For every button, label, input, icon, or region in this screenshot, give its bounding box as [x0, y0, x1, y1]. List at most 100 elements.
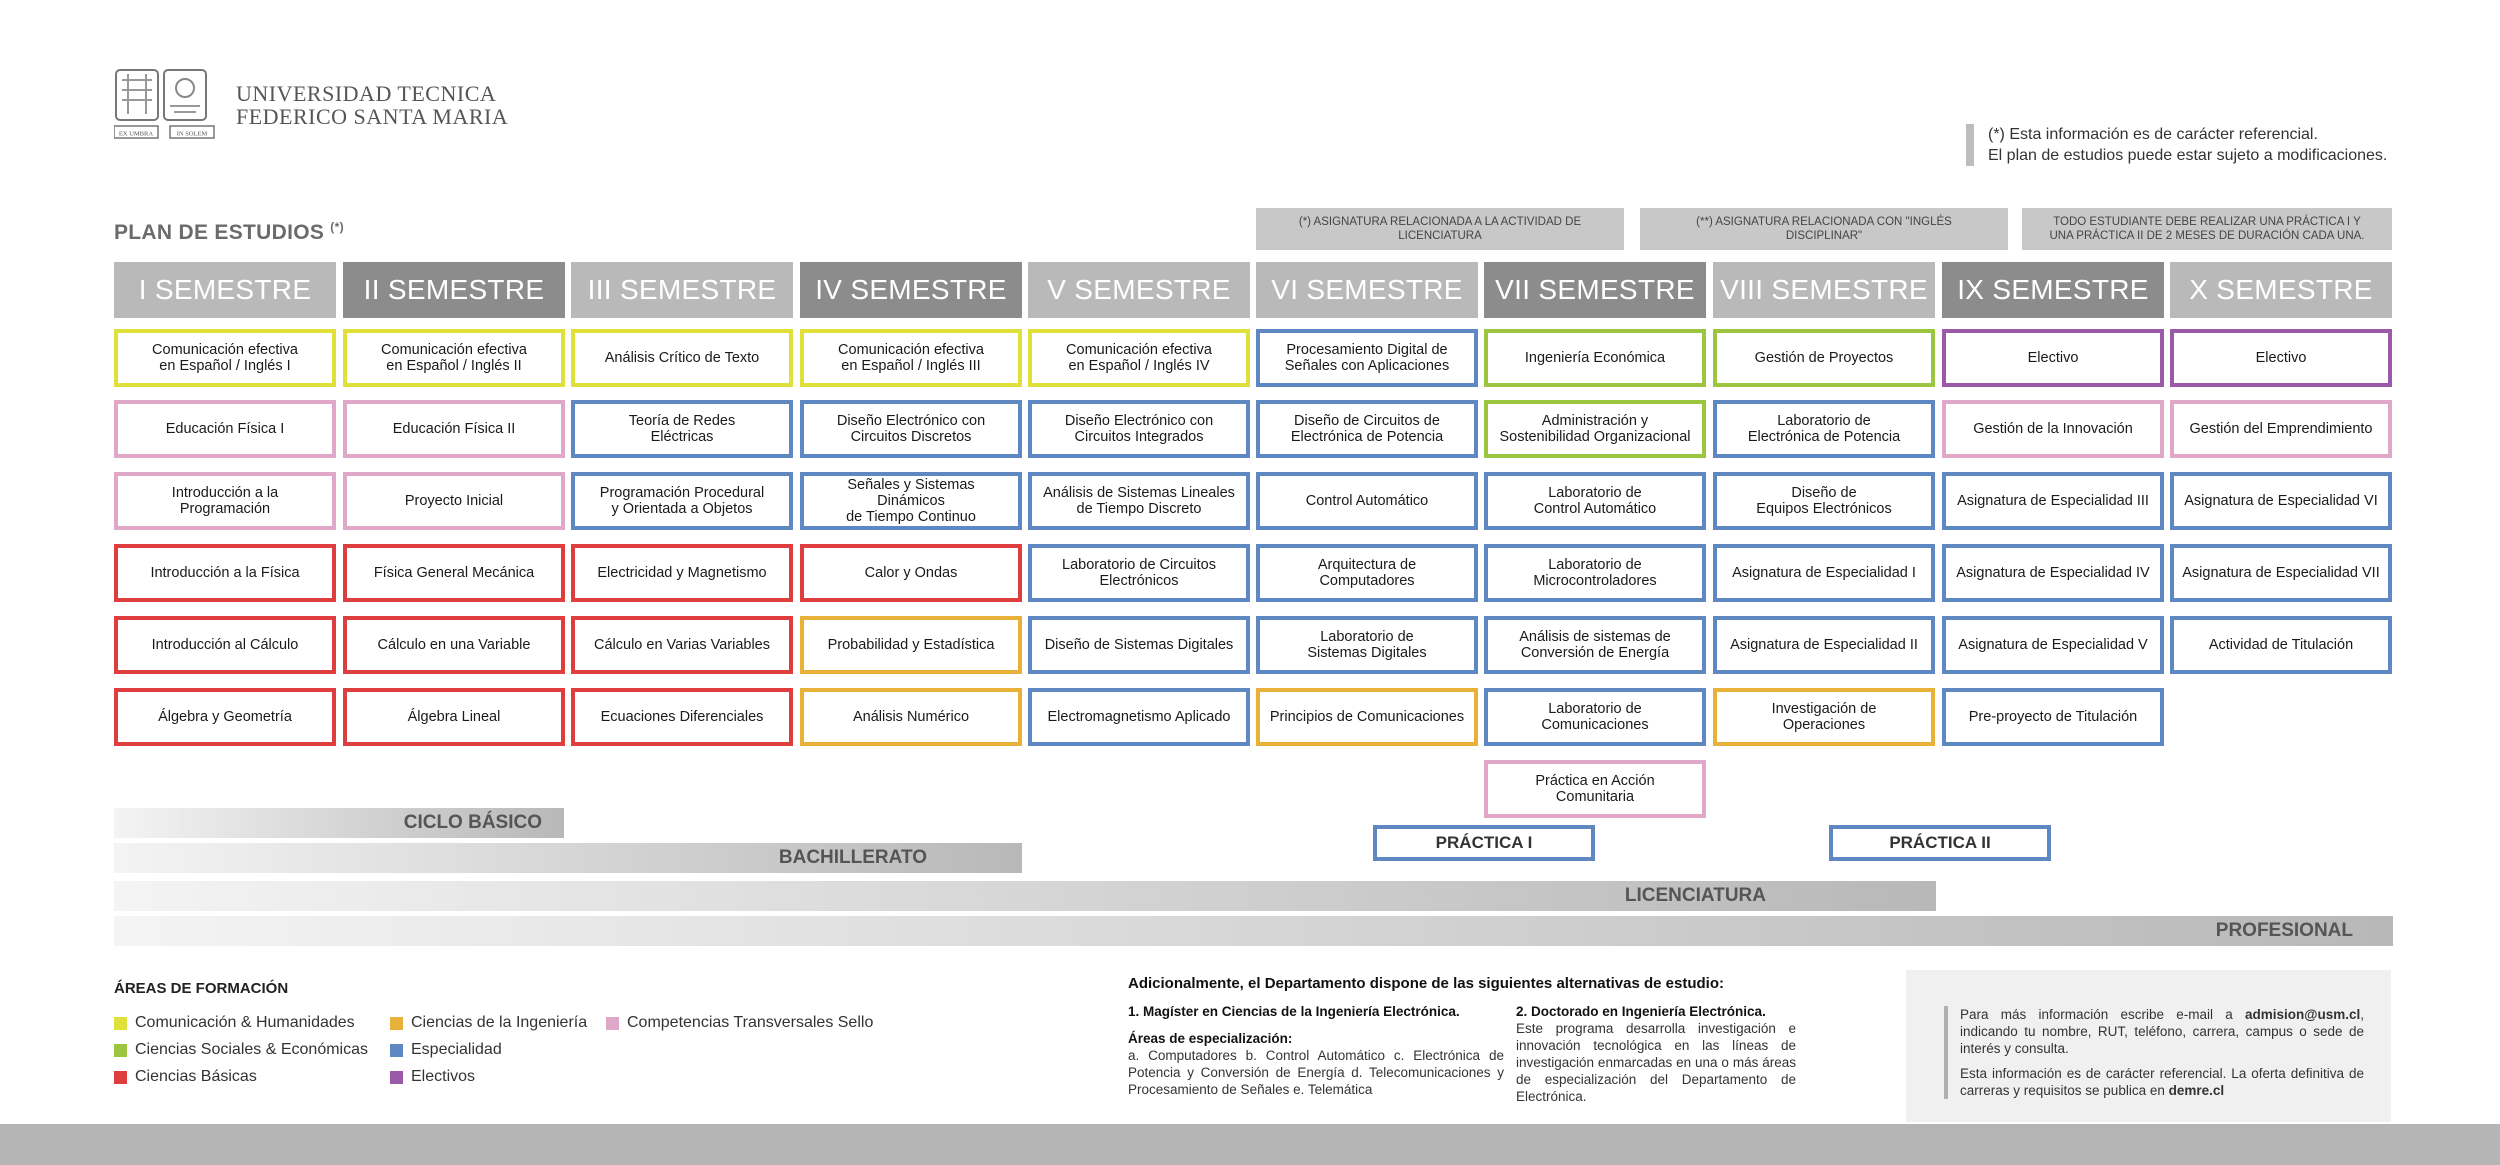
semester-header-4: IV SEMESTRE [800, 262, 1022, 318]
referential-offer-line: Esta información es de carácter referenc… [1960, 1066, 2364, 1098]
course-box: Práctica en Acción Comunitaria [1484, 760, 1706, 818]
alternatives-title: Adicionalmente, el Departamento dispone … [1128, 975, 1724, 992]
page-title: PLAN DE ESTUDIOS (*) [114, 220, 344, 245]
course-box: Cálculo en una Variable [343, 616, 565, 674]
semester-header-2: II SEMESTRE [343, 262, 565, 318]
notice-line2: El plan de estudios puede estar sujeto a… [1988, 147, 2388, 164]
course-box: Diseño de Sistemas Digitales [1028, 616, 1250, 674]
course-box: Arquitectura de Computadores [1256, 544, 1478, 602]
university-name-line1: UNIVERSIDAD TECNICA [236, 81, 497, 106]
university-name: UNIVERSIDAD TECNICA FEDERICO SANTA MARIA [236, 82, 508, 128]
course-box: Álgebra y Geometría [114, 688, 336, 746]
course-box: Calor y Ondas [800, 544, 1022, 602]
area-label: Ciencias Sociales & Económicas [135, 1041, 368, 1058]
course-box: Física General Mecánica [343, 544, 565, 602]
area-swatch [114, 1043, 127, 1057]
course-box: Comunicación efectiva en Español / Inglé… [114, 329, 336, 387]
course-box: Laboratorio de Comunicaciones [1484, 688, 1706, 746]
area-legend-item: Ciencias Sociales & Económicas [114, 1041, 368, 1059]
notice-line1: (*) Esta información es de carácter refe… [1988, 126, 2318, 143]
course-box: Análisis Numérico [800, 688, 1022, 746]
alternative-doctorado: 2. Doctorado en Ingeniería Electrónica. … [1516, 1003, 1796, 1105]
contact-info-box: Para más información escribe e-mail a ad… [1906, 970, 2391, 1122]
area-label: Electivos [411, 1068, 476, 1085]
plan-title-text: PLAN DE ESTUDIOS [114, 221, 325, 244]
semester-header-1: I SEMESTRE [114, 262, 336, 318]
semester-header-9: IX SEMESTRE [1942, 262, 2164, 318]
area-legend-item: Ciencias Básicas [114, 1068, 257, 1086]
course-box: Comunicación efectiva en Español / Inglé… [343, 329, 565, 387]
area-legend-item: Especialidad [390, 1041, 502, 1059]
course-box: Probabilidad y Estadística [800, 616, 1022, 674]
cycle-bar-ciclo-basico: CICLO BÁSICO [114, 808, 564, 838]
course-box: Ecuaciones Diferenciales [571, 688, 793, 746]
course-box: Laboratorio de Microcontroladores [1484, 544, 1706, 602]
area-label: Ciencias Básicas [135, 1068, 257, 1085]
area-swatch [390, 1070, 403, 1084]
area-label: Competencias Transversales Sello [627, 1014, 874, 1031]
practica-ii-box: PRÁCTICA II [1829, 825, 2051, 861]
university-crest-icon: EX UMBRA IN SOLEM [114, 69, 215, 139]
area-swatch [114, 1070, 127, 1084]
course-box: Pre-proyecto de Titulación [1942, 688, 2164, 746]
contact-line: Para más información escribe e-mail a ad… [1960, 1007, 2364, 1056]
course-box: Señales y Sistemas Dinámicos de Tiempo C… [800, 472, 1022, 530]
course-box: Asignatura de Especialidad II [1713, 616, 1935, 674]
course-box: Gestión del Emprendimiento [2170, 400, 2392, 458]
course-box: Análisis Crítico de Texto [571, 329, 793, 387]
course-box: Diseño Electrónico con Circuitos Discret… [800, 400, 1022, 458]
cycle-bar-profesional: PROFESIONAL [114, 916, 2393, 946]
course-box: Comunicación efectiva en Español / Inglé… [1028, 329, 1250, 387]
course-box: Diseño de Equipos Electrónicos [1713, 472, 1935, 530]
practica-i-box: PRÁCTICA I [1373, 825, 1595, 861]
cycle-bar-licenciatura: LICENCIATURA [114, 881, 1936, 911]
magister-title: 1. Magíster en Ciencias de la Ingeniería… [1128, 1004, 1460, 1019]
svg-text:IN SOLEM: IN SOLEM [177, 131, 208, 138]
course-box: Administración y Sostenibilidad Organiza… [1484, 400, 1706, 458]
area-swatch [114, 1016, 127, 1030]
plan-title-mark: (*) [330, 220, 344, 234]
footer-bar [0, 1124, 2500, 1165]
course-box: Educación Física I [114, 400, 336, 458]
course-box: Control Automático [1256, 472, 1478, 530]
university-logo: EX UMBRA IN SOLEM UNIVERSIDAD TECNICA FE… [114, 66, 508, 144]
course-box: Asignatura de Especialidad I [1713, 544, 1935, 602]
course-box: Asignatura de Especialidad III [1942, 472, 2164, 530]
semester-header-3: III SEMESTRE [571, 262, 793, 318]
course-box: Asignatura de Especialidad IV [1942, 544, 2164, 602]
area-label: Especialidad [411, 1041, 502, 1058]
semester-header-10: X SEMESTRE [2170, 262, 2392, 318]
area-legend-item: Comunicación & Humanidades [114, 1014, 355, 1032]
area-legend-item: Electivos [390, 1068, 475, 1086]
course-box: Proyecto Inicial [343, 472, 565, 530]
course-box: Investigación de Operaciones [1713, 688, 1935, 746]
note-licenciatura: (*) ASIGNATURA RELACIONADA A LA ACTIVIDA… [1256, 208, 1624, 250]
semester-header-7: VII SEMESTRE [1484, 262, 1706, 318]
course-box: Introducción al Cálculo [114, 616, 336, 674]
cycle-bar-bachillerato: BACHILLERATO [114, 843, 1022, 873]
course-box: Asignatura de Especialidad VII [2170, 544, 2392, 602]
admission-email[interactable]: admision@usm.cl [2245, 1007, 2361, 1022]
semester-header-6: VI SEMESTRE [1256, 262, 1478, 318]
course-box: Diseño de Circuitos de Electrónica de Po… [1256, 400, 1478, 458]
course-box: Principios de Comunicaciones [1256, 688, 1478, 746]
course-box: Electromagnetismo Aplicado [1028, 688, 1250, 746]
course-box: Electivo [2170, 329, 2392, 387]
course-box: Ingeniería Económica [1484, 329, 1706, 387]
area-legend-item: Ciencias de la Ingeniería [390, 1014, 587, 1032]
course-box: Gestión de Proyectos [1713, 329, 1935, 387]
course-box: Laboratorio de Control Automático [1484, 472, 1706, 530]
course-box: Comunicación efectiva en Español / Inglé… [800, 329, 1022, 387]
course-box: Laboratorio de Circuitos Electrónicos [1028, 544, 1250, 602]
demre-link[interactable]: demre.cl [2168, 1083, 2225, 1098]
course-box: Gestión de la Innovación [1942, 400, 2164, 458]
semester-header-8: VIII SEMESTRE [1713, 262, 1935, 318]
specialization-areas-title: Áreas de especialización: [1128, 1031, 1293, 1046]
semester-header-5: V SEMESTRE [1028, 262, 1250, 318]
areas-title: ÁREAS DE FORMACIÓN [114, 980, 289, 997]
area-swatch [390, 1043, 403, 1057]
course-box: Actividad de Titulación [2170, 616, 2392, 674]
doctorado-title: 2. Doctorado en Ingeniería Electrónica. [1516, 1004, 1766, 1019]
note-ingles-disciplinar: (**) ASIGNATURA RELACIONADA CON "INGLÉS … [1640, 208, 2008, 250]
alternative-magister: 1. Magíster en Ciencias de la Ingeniería… [1128, 1003, 1504, 1098]
